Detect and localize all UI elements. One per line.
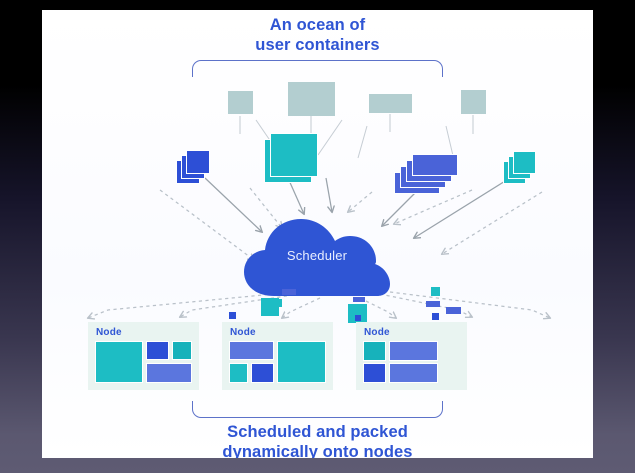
- node-2-cell-d: [277, 341, 326, 383]
- headline-top: An ocean of user containers: [42, 15, 593, 55]
- node-3-cell-b: [389, 341, 438, 361]
- pod-11: [446, 307, 461, 314]
- headline-top-line-2: user containers: [255, 36, 380, 54]
- container-stack-blue-small-left: [176, 150, 210, 184]
- pod-10: [432, 313, 439, 320]
- node-1-cell-a: [95, 341, 143, 383]
- container-stack-blue-wide-layer-1: [412, 154, 458, 176]
- node-2[interactable]: Node: [222, 322, 333, 390]
- pod-5: [348, 304, 367, 323]
- node-1-cell-b: [146, 341, 169, 360]
- node-1-label: Node: [96, 327, 122, 338]
- container-stack-teal-small-right-layer-1: [513, 151, 536, 174]
- slide-canvas: An ocean of user containers: [42, 10, 593, 458]
- pod-6: [353, 297, 365, 302]
- headline-bottom-line-2: dynamically onto nodes: [222, 443, 413, 458]
- pale-container-3: [369, 94, 412, 113]
- container-stack-blue-wide: [394, 154, 458, 194]
- headline-top-line-1: An ocean of: [269, 16, 366, 34]
- pod-9: [426, 301, 440, 307]
- scheduler-cloud[interactable]: [242, 210, 392, 298]
- pod-3: [274, 299, 282, 307]
- pod-8: [431, 287, 440, 296]
- node-2-label: Node: [230, 327, 256, 338]
- node-3-cell-a: [363, 341, 386, 361]
- headline-bottom-line-1: Scheduled and packed: [227, 423, 408, 441]
- container-stack-teal-large-layer-1: [270, 133, 318, 177]
- node-1[interactable]: Node: [88, 322, 199, 390]
- scheduler-label: Scheduler: [286, 248, 348, 263]
- container-stack-blue-small-left-layer-1: [186, 150, 210, 174]
- pale-container-4: [461, 90, 486, 114]
- node-1-cell-d: [146, 363, 192, 383]
- container-stack-teal-large: [264, 133, 318, 183]
- node-3-cell-c: [363, 363, 386, 383]
- node-2-cell-a: [229, 341, 274, 360]
- pale-container-2: [288, 82, 335, 116]
- container-stack-teal-small-right: [503, 151, 536, 184]
- node-3[interactable]: Node: [356, 322, 467, 390]
- node-1-cell-c: [172, 341, 192, 360]
- node-2-cell-c: [251, 363, 274, 383]
- headline-bottom: Scheduled and packed dynamically onto no…: [42, 422, 593, 458]
- node-3-cell-d: [389, 363, 438, 383]
- bracket-bottom: [192, 401, 443, 418]
- pod-7: [355, 315, 361, 321]
- bracket-top: [192, 60, 443, 77]
- node-2-cell-b: [229, 363, 248, 383]
- node-3-label: Node: [364, 327, 390, 338]
- pod-4: [282, 289, 296, 295]
- pale-container-1: [228, 91, 253, 114]
- pod-1: [229, 312, 236, 319]
